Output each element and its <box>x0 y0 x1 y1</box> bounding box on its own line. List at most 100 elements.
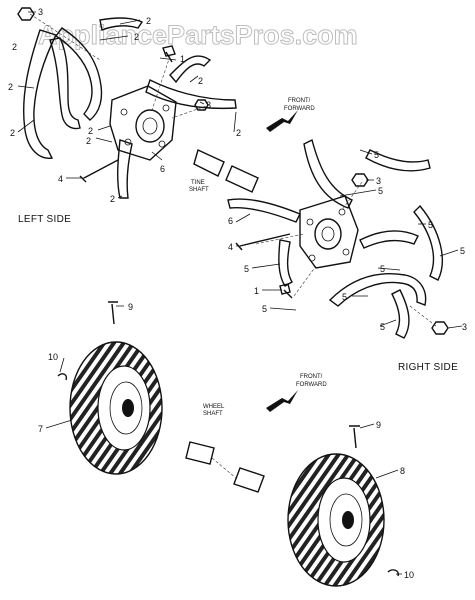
right-hub-bolt-hole <box>306 218 314 226</box>
callout-2: 2 <box>236 128 241 138</box>
left-nut-top <box>17 7 35 21</box>
right-bolt-short <box>279 283 293 299</box>
callout-7: 7 <box>38 424 43 434</box>
left-tine-3 <box>49 37 81 130</box>
right-hub-bolt-hole <box>308 254 316 262</box>
front-forward-arrow-top: FRONT/ FORWARD <box>266 98 315 132</box>
tine-shaft-label: TINE <box>191 180 205 186</box>
right-nut-top <box>351 173 369 187</box>
right-hub-collar <box>314 218 342 250</box>
callout-4: 4 <box>228 242 233 252</box>
callout-2: 2 <box>198 76 203 86</box>
front-forward-arrow-bottom: FRONT/ FORWARD <box>266 374 327 412</box>
wheel-shaft-alignment <box>211 457 237 479</box>
forward-arrow-icon <box>266 110 298 132</box>
callout-8: 8 <box>400 466 405 476</box>
callout-5: 5 <box>244 264 249 274</box>
right-hub-bolt-hole <box>342 248 350 256</box>
callout-10: 10 <box>404 570 414 580</box>
right-tine-assembly <box>227 138 449 339</box>
right-hub-bolt-hole <box>338 208 346 216</box>
left-alignment-line <box>29 13 207 119</box>
callout-2: 2 <box>8 82 13 92</box>
callout-6: 6 <box>160 164 165 174</box>
tine-shaft: TINE SHAFT <box>189 149 259 193</box>
direction-label: FORWARD <box>296 382 327 388</box>
callout-5: 5 <box>428 220 433 230</box>
left-tine-assembly <box>17 7 237 199</box>
right-hub-plate <box>299 195 359 269</box>
left-clip <box>57 373 68 381</box>
right-tine-6 <box>328 273 427 307</box>
left-wheel-pin <box>108 301 118 325</box>
right-clip <box>387 569 400 577</box>
callout-9: 9 <box>128 302 133 312</box>
left-rim-inner <box>109 381 143 435</box>
left-tine-7 <box>169 55 212 84</box>
right-rim-inner <box>329 493 363 547</box>
wheel-shaft-label: WHEEL <box>203 404 225 410</box>
callout-10: 10 <box>48 352 58 362</box>
right-alignment-line <box>255 181 437 327</box>
callout-3: 3 <box>462 322 467 332</box>
left-tine-2 <box>54 27 103 121</box>
callouts: 3 2 2 2 1 2 2 3 2 2 2 6 4 2 2 5 3 5 6 5 … <box>8 7 467 580</box>
callout-1: 1 <box>180 54 185 64</box>
leader-lines <box>17 11 463 575</box>
left-tine-1 <box>22 29 57 159</box>
left-wheel-hub <box>122 399 134 417</box>
forward-arrow-icon <box>266 390 298 412</box>
left-tine-6 <box>117 139 133 199</box>
wheel-shaft: WHEEL SHAFT <box>185 404 265 493</box>
callout-2: 2 <box>88 126 93 136</box>
right-nut-bottom <box>431 321 449 335</box>
left-hub-bolt-hole <box>158 140 166 148</box>
left-hub-bolt-hole <box>120 108 128 116</box>
left-tine-5 <box>145 79 237 110</box>
right-wheel-hub <box>342 511 354 529</box>
callout-9: 9 <box>376 420 381 430</box>
callout-2: 2 <box>110 194 115 204</box>
callout-2: 2 <box>10 128 15 138</box>
left-hub-collar <box>135 109 165 143</box>
callout-2: 2 <box>146 16 151 26</box>
right-tine-3 <box>227 198 301 223</box>
callout-4: 4 <box>58 174 63 184</box>
right-tine-5 <box>413 204 444 281</box>
right-wheel <box>287 453 385 587</box>
wheel-shaft-part-2 <box>233 467 265 493</box>
tine-shaft-label: SHAFT <box>189 187 209 193</box>
callout-1: 1 <box>254 286 259 296</box>
right-tine-2 <box>365 149 431 172</box>
callout-5: 5 <box>342 292 347 302</box>
callout-2: 2 <box>12 42 17 52</box>
right-bolt-long <box>235 233 291 251</box>
right-tine-8 <box>391 289 410 339</box>
left-wheel <box>69 341 163 475</box>
callout-5: 5 <box>374 150 379 160</box>
right-hub-bore <box>321 226 335 242</box>
tine-shaft-part-1 <box>193 149 225 177</box>
direction-label: FRONT/ <box>300 374 323 380</box>
right-tine-1 <box>303 138 353 209</box>
right-tine-7 <box>359 230 419 249</box>
callout-3: 3 <box>376 176 381 186</box>
left-tine-4 <box>99 17 144 31</box>
left-hub-bore <box>142 117 158 135</box>
right-tine-4 <box>278 239 293 287</box>
right-side-label: RIGHT SIDE <box>398 362 458 373</box>
right-wheel-pin <box>349 425 360 449</box>
left-bolt-long <box>79 159 119 183</box>
callout-3: 3 <box>38 7 43 17</box>
callout-5: 5 <box>380 264 385 274</box>
left-nut-hub <box>194 99 209 111</box>
direction-label: FORWARD <box>284 106 315 112</box>
left-bolt-top <box>162 45 176 63</box>
tine-shaft-part-2 <box>225 165 259 193</box>
left-hub-bolt-hole <box>124 138 132 146</box>
watermark: AppliancePartsPros.com <box>38 20 358 50</box>
left-hub-plate <box>109 85 177 161</box>
callout-5: 5 <box>262 304 267 314</box>
